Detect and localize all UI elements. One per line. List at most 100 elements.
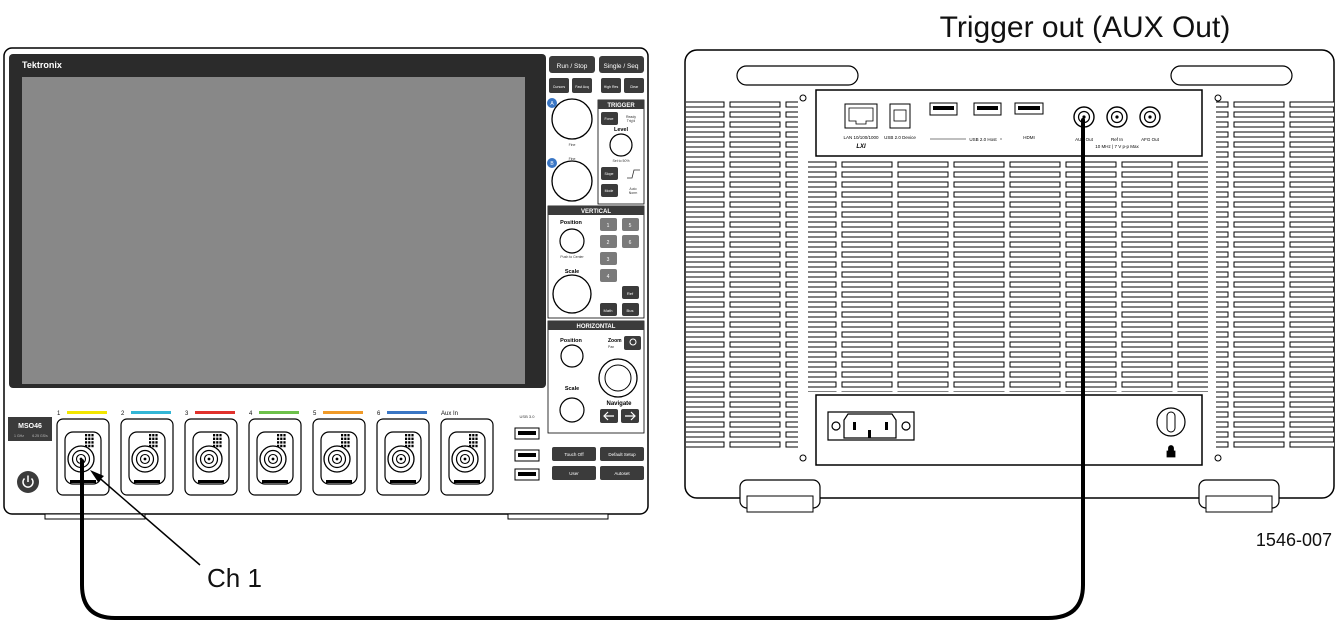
channel-color-stripe bbox=[67, 411, 107, 414]
multipurpose-knob-a[interactable] bbox=[551, 98, 593, 140]
slope-edge-icon bbox=[627, 169, 640, 179]
horizontal-scale-knob[interactable] bbox=[559, 397, 585, 423]
brand-logo: Tektronix bbox=[22, 60, 62, 70]
probe-interface-contacts bbox=[198, 480, 224, 483]
vent-grille-right bbox=[1216, 98, 1334, 450]
slope-button[interactable] bbox=[601, 167, 618, 180]
probe-interface-contacts bbox=[390, 480, 416, 483]
usb-device-port[interactable] bbox=[889, 103, 911, 129]
probe-interface-contacts bbox=[454, 480, 480, 483]
user-button[interactable] bbox=[552, 466, 596, 480]
screw-icon bbox=[799, 94, 807, 102]
arrow-right-icon bbox=[625, 411, 636, 421]
high-res-button[interactable] bbox=[601, 78, 621, 93]
lxi-logo: LXI bbox=[856, 144, 866, 150]
channel-6-button[interactable] bbox=[622, 235, 639, 248]
vertical-header bbox=[548, 206, 644, 215]
input-label-ch5: 5 bbox=[313, 411, 317, 417]
ch1-leader-line bbox=[95, 474, 201, 566]
aux-in-label: Aux In bbox=[441, 411, 458, 417]
oscilloscope-rear-panel: LAN 10/100/1000 LXI USB 2.0 Device USB 2… bbox=[684, 49, 1335, 513]
channel-1-label: 1 bbox=[607, 223, 610, 229]
channel-2-button[interactable] bbox=[600, 235, 617, 248]
slope-label: Slope bbox=[605, 172, 614, 176]
horizontal-scale-label: Scale bbox=[565, 386, 579, 392]
channel-5-input[interactable] bbox=[312, 418, 366, 496]
force-button[interactable] bbox=[601, 112, 618, 125]
clear-button[interactable] bbox=[624, 78, 644, 93]
zoom-magnifier-icon bbox=[629, 338, 637, 346]
level-label: Level bbox=[614, 127, 629, 133]
probe-interface-contacts bbox=[326, 480, 352, 483]
channel-6-label: 6 bbox=[629, 240, 632, 246]
channel-2-input[interactable] bbox=[120, 418, 174, 496]
channel-6-input[interactable] bbox=[376, 418, 430, 496]
trigger-header bbox=[598, 100, 644, 109]
mode-button[interactable] bbox=[601, 184, 618, 197]
zoom-button[interactable] bbox=[624, 336, 641, 350]
vent-grille-left bbox=[686, 98, 798, 450]
front-left-foot bbox=[44, 513, 146, 520]
arrow-left-icon bbox=[603, 411, 614, 421]
channel-5-label: 5 bbox=[629, 223, 632, 229]
default-setup-button[interactable] bbox=[600, 447, 644, 461]
channel-1-button[interactable] bbox=[600, 218, 617, 231]
display-screen[interactable] bbox=[22, 77, 525, 384]
channel-3-input[interactable] bbox=[184, 418, 238, 496]
math-label: Math bbox=[604, 308, 613, 313]
touch-off-label: Touch Off bbox=[564, 452, 584, 457]
cursors-label: Cursors bbox=[553, 85, 566, 89]
channel-4-button[interactable] bbox=[600, 269, 617, 282]
vertical-scale-knob[interactable] bbox=[552, 274, 592, 314]
zoom-label: Zoom bbox=[608, 338, 622, 344]
horizontal-position-label: Position bbox=[560, 338, 582, 344]
run-stop-label: Run / Stop bbox=[557, 63, 588, 70]
rear-foot-left bbox=[739, 479, 821, 513]
knob-a-fine-label: Fine bbox=[569, 143, 576, 147]
trigger-title: TRIGGER bbox=[607, 103, 635, 109]
channel-4-input[interactable] bbox=[248, 418, 302, 496]
vertical-position-knob[interactable] bbox=[559, 228, 585, 254]
oscilloscope-front-panel: Tektronix Run / Stop Single / Seq Cursor… bbox=[3, 47, 649, 520]
cursors-button[interactable] bbox=[549, 78, 569, 93]
channel-3-label: 3 bbox=[607, 257, 610, 263]
touch-off-button[interactable] bbox=[552, 447, 596, 461]
knob-b-letter: B bbox=[550, 161, 554, 167]
screw-icon bbox=[1214, 454, 1222, 462]
model-badge bbox=[8, 417, 52, 441]
single-seq-button[interactable] bbox=[599, 56, 644, 73]
math-button[interactable] bbox=[600, 303, 617, 316]
knob-b-badge bbox=[547, 158, 557, 168]
input-label-ch6: 6 bbox=[377, 411, 381, 417]
channel-color-stripe bbox=[195, 411, 235, 414]
autoset-button[interactable] bbox=[600, 466, 644, 480]
run-stop-button[interactable] bbox=[549, 56, 595, 73]
horizontal-title: HORIZONTAL bbox=[577, 324, 616, 330]
ref-button[interactable] bbox=[622, 286, 639, 299]
horizontal-position-knob[interactable] bbox=[560, 344, 584, 368]
bus-button[interactable] bbox=[622, 303, 639, 316]
channel-color-stripe bbox=[387, 411, 427, 414]
bnc-cable bbox=[80, 118, 1085, 620]
pan-zoom-inner-knob[interactable] bbox=[604, 364, 632, 392]
rear-top-handle-left bbox=[736, 65, 859, 86]
usb-host-label: USB 2.0 Host bbox=[969, 137, 997, 142]
aux-in-input[interactable] bbox=[440, 418, 494, 496]
channel-color-stripe bbox=[131, 411, 171, 414]
channel-5-button[interactable] bbox=[622, 218, 639, 231]
power-icon bbox=[22, 475, 34, 488]
fast-acq-button[interactable] bbox=[572, 78, 592, 93]
ch1-arrowhead bbox=[90, 470, 104, 482]
channel-3-button[interactable] bbox=[600, 252, 617, 265]
lan-label: LAN 10/100/1000 bbox=[843, 135, 879, 140]
force-label: Force bbox=[605, 117, 614, 121]
multipurpose-knob-b[interactable] bbox=[551, 160, 593, 202]
trigger-level-knob[interactable] bbox=[609, 133, 633, 157]
lock-icon bbox=[1166, 445, 1176, 458]
fast-acq-label: Fast Acq bbox=[575, 85, 589, 89]
vertical-push-center-label: Push to Center bbox=[560, 255, 584, 259]
ch1-callout: Ch 1 bbox=[207, 563, 262, 593]
clear-label: Clear bbox=[630, 85, 639, 89]
channel-color-stripe bbox=[259, 411, 299, 414]
